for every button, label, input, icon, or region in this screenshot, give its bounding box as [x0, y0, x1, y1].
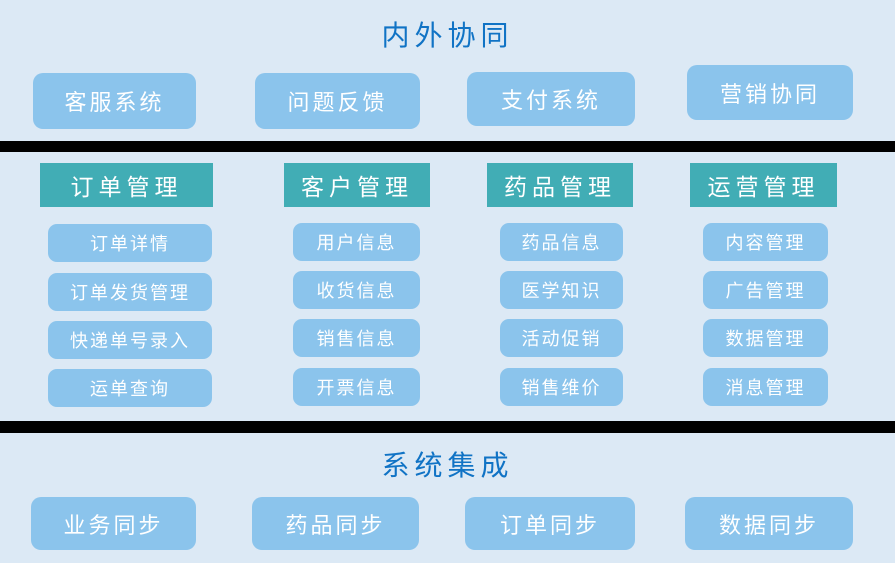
header-customer-management: 客户管理 [284, 163, 430, 207]
header-operations-management: 运营管理 [690, 163, 837, 207]
node-sales-price-maintenance: 销售维价 [500, 368, 623, 406]
node-content-management: 内容管理 [703, 223, 828, 261]
node-user-info: 用户信息 [293, 223, 420, 261]
node-waybill-query: 运单查询 [48, 369, 212, 407]
node-medical-knowledge: 医学知识 [500, 271, 623, 309]
node-drug-sync: 药品同步 [252, 497, 419, 550]
node-invoice-info: 开票信息 [293, 368, 420, 406]
header-drug-management: 药品管理 [487, 163, 633, 207]
divider-bar-bottom [0, 421, 895, 433]
node-delivery-info: 收货信息 [293, 271, 420, 309]
node-ad-management: 广告管理 [703, 271, 828, 309]
node-data-management: 数据管理 [703, 319, 828, 357]
node-order-details: 订单详情 [48, 224, 212, 262]
bottom-section-title: 系统集成 [381, 450, 514, 481]
node-tracking-number-entry: 快递单号录入 [48, 321, 212, 359]
node-drug-info: 药品信息 [500, 223, 623, 261]
node-sales-info: 销售信息 [293, 319, 420, 357]
node-message-management: 消息管理 [703, 368, 828, 406]
node-data-sync: 数据同步 [685, 497, 853, 550]
node-marketing-collaboration: 营销协同 [687, 65, 853, 120]
divider-bar-top [0, 141, 895, 152]
node-payment-system: 支付系统 [467, 72, 635, 126]
top-section-title: 内外协同 [381, 20, 514, 51]
node-business-sync: 业务同步 [31, 497, 196, 550]
header-order-management: 订单管理 [40, 163, 213, 207]
node-order-shipping-management: 订单发货管理 [48, 273, 212, 311]
node-issue-feedback: 问题反馈 [255, 73, 420, 129]
node-customer-service-system: 客服系统 [33, 73, 196, 129]
node-promotions: 活动促销 [500, 319, 623, 357]
node-order-sync: 订单同步 [465, 497, 635, 550]
